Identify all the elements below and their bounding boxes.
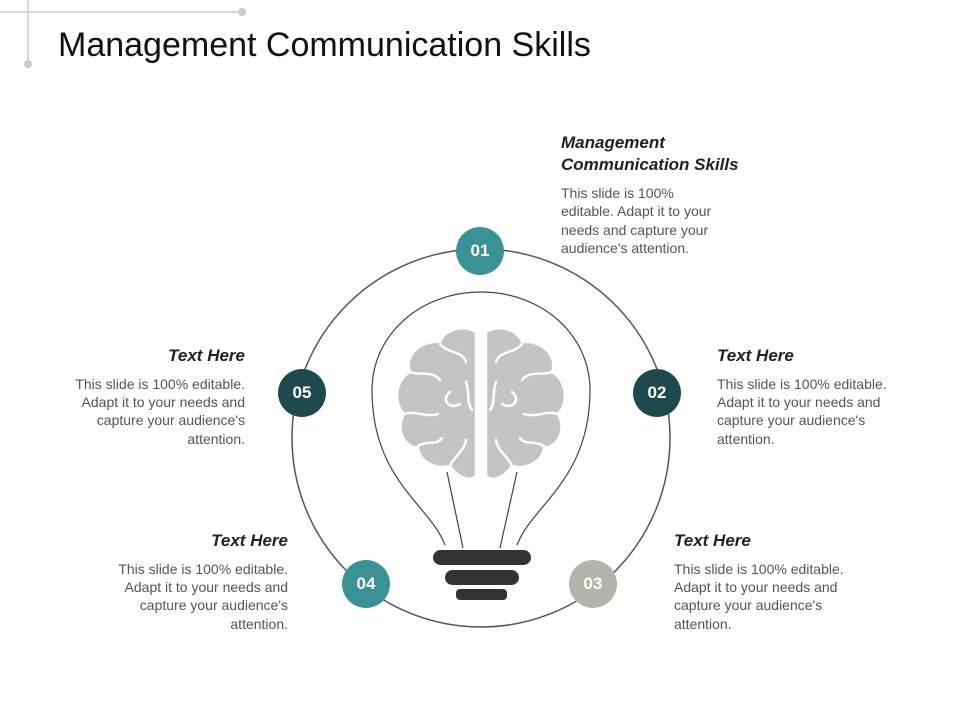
step-text-04: Text Here This slide is 100% editable. A…: [118, 530, 288, 633]
step-body: This slide is 100% editable. Adapt it to…: [118, 561, 288, 632]
step-heading: Text Here: [674, 531, 751, 550]
step-heading: Text Here: [211, 531, 288, 550]
bulb-base-icon: [433, 550, 531, 600]
corner-decoration: [0, 0, 246, 68]
brain-icon: [396, 327, 566, 480]
step-text-01: Management Communication Skills This sli…: [561, 132, 771, 257]
step-badge-01: 01: [456, 227, 504, 275]
step-body: This slide is 100% editable. Adapt it to…: [561, 185, 712, 256]
step-body: This slide is 100% editable. Adapt it to…: [717, 376, 887, 447]
step-text-02: Text Here This slide is 100% editable. A…: [717, 345, 887, 448]
step-badge-02: 02: [633, 369, 681, 417]
step-heading: Management Communication Skills: [561, 133, 739, 175]
step-body: This slide is 100% editable. Adapt it to…: [75, 376, 245, 447]
page-title: Management Communication Skills: [58, 26, 591, 64]
step-text-03: Text Here This slide is 100% editable. A…: [674, 530, 844, 633]
step-badge-04: 04: [342, 560, 390, 608]
bulb-glass: [371, 291, 591, 546]
step-body: This slide is 100% editable. Adapt it to…: [674, 561, 844, 632]
step-heading: Text Here: [168, 346, 245, 365]
step-badge-05: 05: [278, 369, 326, 417]
step-badge-03: 03: [569, 560, 617, 608]
step-text-05: Text Here This slide is 100% editable. A…: [75, 345, 245, 448]
step-heading: Text Here: [717, 346, 794, 365]
